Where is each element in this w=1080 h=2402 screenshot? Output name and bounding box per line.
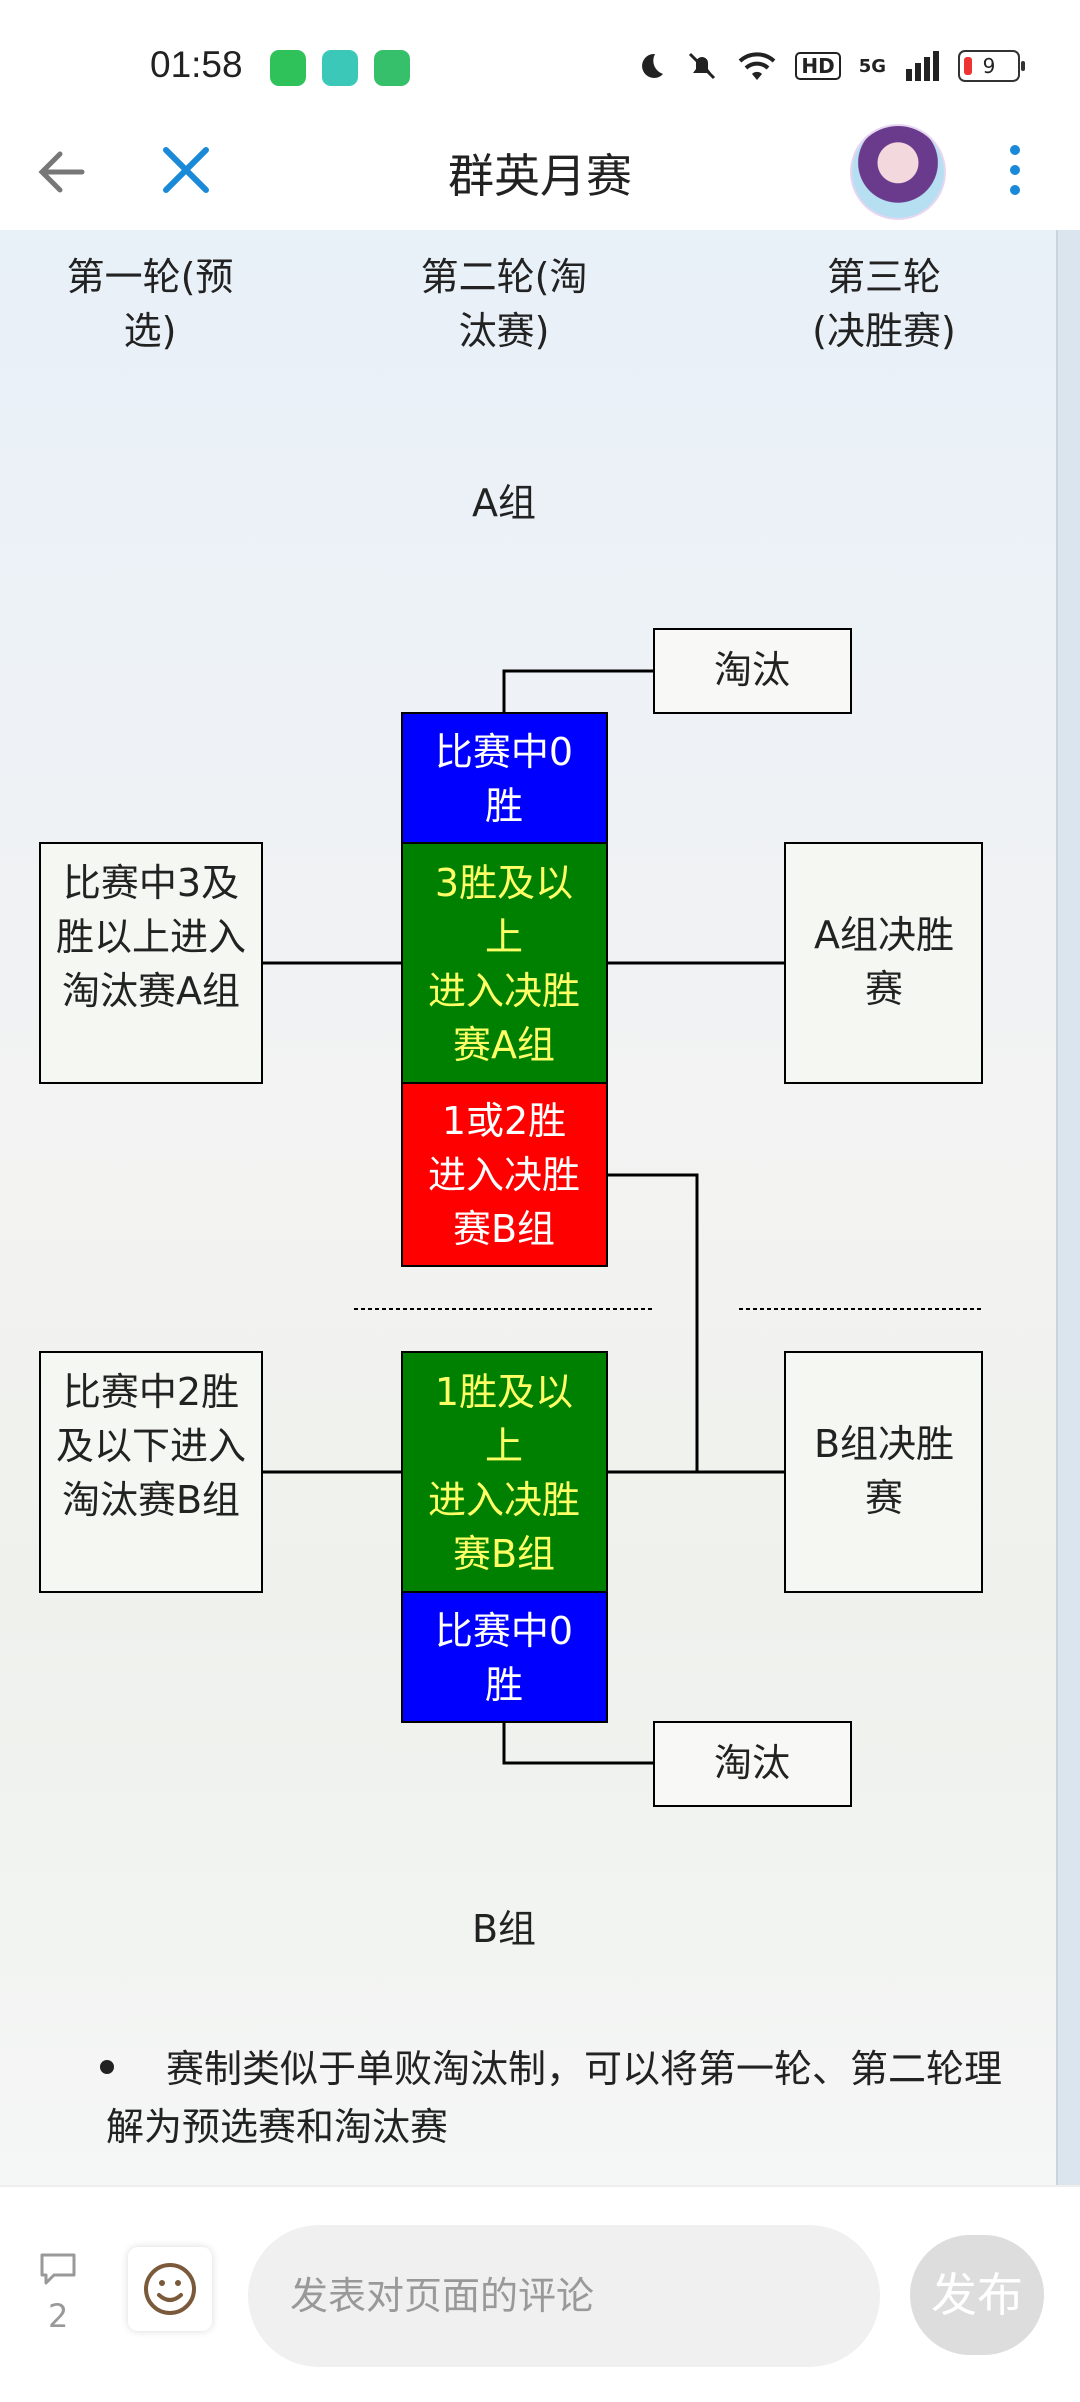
wifi-icon [738, 52, 776, 80]
battery-notification-icon [374, 50, 410, 86]
publish-button[interactable]: 发布 [910, 2235, 1044, 2355]
mid-a-onetwo-text: 1或2胜进入决胜赛B组 [428, 1099, 580, 1251]
round1-box-b [39, 1351, 263, 1593]
hd-badge: HD [795, 52, 841, 80]
round1-a-text: 比赛中3及胜以上进入淘汰赛A组 [56, 861, 246, 1013]
mid-a-three-box [401, 842, 608, 1084]
mid-b-one-box [401, 1351, 608, 1593]
mid-b-zero-box [401, 1591, 608, 1723]
eliminate-top-label: 淘汰 [714, 648, 790, 692]
final-box-b [784, 1351, 983, 1593]
final-a-text: A组决胜赛 [814, 913, 954, 1011]
comment-bar: 2 发布 [0, 2185, 1080, 2402]
mid-a-three-text: 3胜及以上进入决胜赛A组 [428, 861, 580, 1067]
avatar[interactable] [850, 124, 946, 220]
more-options-icon[interactable] [1000, 140, 1030, 200]
page-title: 群英月赛 [448, 149, 632, 203]
back-arrow-icon[interactable] [32, 142, 92, 202]
side-strip [1056, 230, 1080, 2185]
mute-icon [689, 52, 716, 80]
mid-b-one-text: 1胜及以上进入决胜赛B组 [428, 1370, 580, 1576]
top-app-bar: 群英月赛 [0, 110, 1080, 230]
group-a-label: A组 [472, 481, 536, 525]
upload-notification-icon [270, 50, 306, 86]
emoji-button[interactable] [128, 2247, 212, 2331]
page-content[interactable]: 第一轮(预选) 第二轮(淘汰赛) 第三轮(决胜赛) A组 B组 淘汰 淘汰 比赛… [0, 230, 1080, 2185]
column-header-round1: 第一轮(预选) [67, 255, 234, 353]
smiley-icon [144, 2263, 196, 2315]
battery-icon: 9 [958, 50, 1025, 82]
round1-b-text: 比赛中2胜及以下进入淘汰赛B组 [56, 1370, 246, 1522]
mid-a-onetwo-box [401, 1082, 608, 1267]
network-type: 5G [858, 55, 886, 77]
tournament-diagram: 第一轮(预选) 第二轮(淘汰赛) 第三轮(决胜赛) A组 B组 淘汰 淘汰 比赛… [39, 255, 983, 1951]
eliminate-box-bottom [653, 1721, 852, 1807]
final-b-text: B组决胜赛 [814, 1422, 954, 1520]
group-b-label: B组 [472, 1907, 536, 1951]
status-icons: HD 5G 9 [635, 44, 1025, 88]
chat-notification-icon [322, 50, 358, 86]
comment-icon[interactable] [38, 2251, 78, 2287]
article-bullet-text: 赛制类似于单败淘汰制，可以将第一轮、第二轮理解为预选赛和淘汰赛 [106, 2047, 1003, 2149]
column-header-round3: 第三轮(决胜赛) [812, 255, 956, 353]
status-time: 01:58 [150, 44, 243, 85]
eliminate-box-top [653, 628, 852, 714]
column-header-round2: 第二轮(淘汰赛) [421, 255, 588, 353]
comment-input[interactable] [248, 2225, 880, 2367]
mid-a-zero-box [401, 712, 608, 844]
final-box-a [784, 842, 983, 1084]
bullet-dot [100, 2060, 114, 2074]
moon-icon [642, 53, 664, 78]
comment-count: 2 [48, 2297, 69, 2335]
eliminate-bottom-label: 淘汰 [714, 1741, 790, 1785]
status-bar: 01:58 HD 5G 9 [0, 0, 1080, 130]
signal-icon [906, 51, 939, 81]
close-icon[interactable] [156, 140, 216, 200]
connector-lines [262, 669, 785, 1765]
round1-box-a [39, 842, 263, 1084]
